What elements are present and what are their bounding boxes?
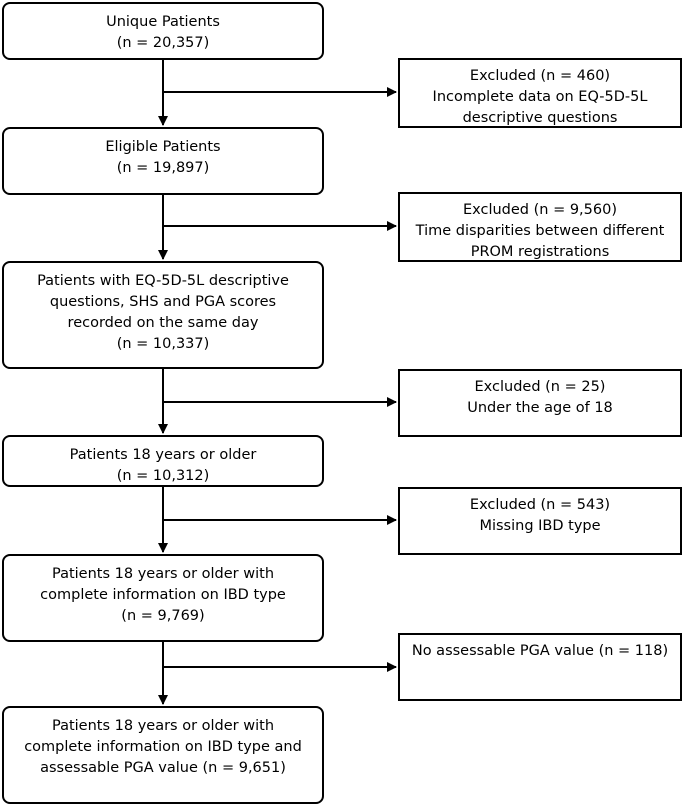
exclusion-box-2: Excluded (n = 9,560) Time disparities be…: [398, 192, 682, 262]
step-1-line-2: (n = 20,357): [116, 35, 210, 51]
exclusion-3-line-1: Excluded (n = 25): [474, 379, 606, 395]
step-4-line-2: (n = 10,312): [116, 468, 210, 484]
exclusion-1-line-2: Incomplete data on EQ-5D-5L: [432, 89, 648, 105]
exclusion-1-line-1: Excluded (n = 460): [469, 68, 611, 84]
step-3-line-1: Patients with EQ-5D-5L descriptive: [37, 273, 289, 289]
step-3-line-2: questions, SHS and PGA scores: [49, 294, 277, 310]
exclusion-2-line-2: Time disparities between different: [415, 223, 665, 239]
exclusion-4-line-2: Missing IBD type: [479, 518, 601, 534]
step-box-6: Patients 18 years or older with complete…: [2, 706, 324, 804]
step-1-line-1: Unique Patients: [106, 14, 220, 30]
step-5-line-1: Patients 18 years or older with: [51, 566, 275, 582]
step-6-line-3: assessable PGA value (n = 9,651): [40, 760, 286, 776]
exclusion-2-line-3: PROM registrations: [470, 244, 610, 260]
exclusion-box-3: Excluded (n = 25) Under the age of 18: [398, 369, 682, 437]
step-5-line-2: complete information on IBD type: [40, 587, 286, 603]
exclusion-2-line-1: Excluded (n = 9,560): [463, 202, 617, 218]
step-box-4: Patients 18 years or older (n = 10,312): [2, 435, 324, 487]
exclusion-5-line-1: No assessable PGA value (n = 118): [411, 643, 669, 659]
exclusion-1-line-3: descriptive questions: [462, 110, 618, 126]
step-box-5: Patients 18 years or older with complete…: [2, 554, 324, 642]
step-3-line-3: recorded on the same day: [67, 315, 259, 331]
exclusion-3-line-2: Under the age of 18: [467, 400, 613, 416]
step-3-line-4: (n = 10,337): [116, 336, 210, 352]
step-box-3: Patients with EQ-5D-5L descriptive quest…: [2, 261, 324, 369]
step-2-line-1: Eligible Patients: [105, 139, 221, 155]
step-2-line-2: (n = 19,897): [116, 160, 210, 176]
step-box-1: Unique Patients (n = 20,357): [2, 2, 324, 60]
step-6-line-2: complete information on IBD type and: [24, 739, 302, 755]
step-4-line-1: Patients 18 years or older: [69, 447, 257, 463]
step-5-line-3: (n = 9,769): [121, 608, 205, 624]
step-box-2: Eligible Patients (n = 19,897): [2, 127, 324, 195]
step-6-line-1: Patients 18 years or older with: [51, 718, 275, 734]
exclusion-box-4: Excluded (n = 543) Missing IBD type: [398, 487, 682, 555]
exclusion-box-1: Excluded (n = 460) Incomplete data on EQ…: [398, 58, 682, 128]
exclusion-box-5: No assessable PGA value (n = 118): [398, 633, 682, 701]
exclusion-4-line-1: Excluded (n = 543): [469, 497, 611, 513]
